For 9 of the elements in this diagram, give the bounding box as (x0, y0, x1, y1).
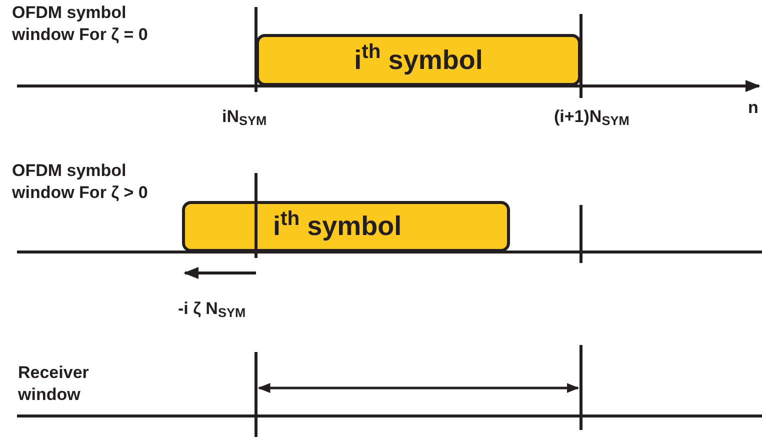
tick-label: iN$_{SYM}$ (222, 106, 268, 128)
tick-label: (i+1)N$_{SYM}$ (554, 106, 630, 128)
axis-label: n (748, 97, 760, 119)
row-heading: OFDM symbol window For ζ > 0 (12, 160, 149, 204)
symbol-box (256, 34, 581, 86)
offset-label: -i ζ N$_{SYM}$ (178, 298, 247, 320)
row-heading: OFDM symbol window For ζ = 0 (12, 2, 149, 46)
row-heading: Receiver window (18, 362, 90, 406)
symbol-box (182, 201, 510, 252)
